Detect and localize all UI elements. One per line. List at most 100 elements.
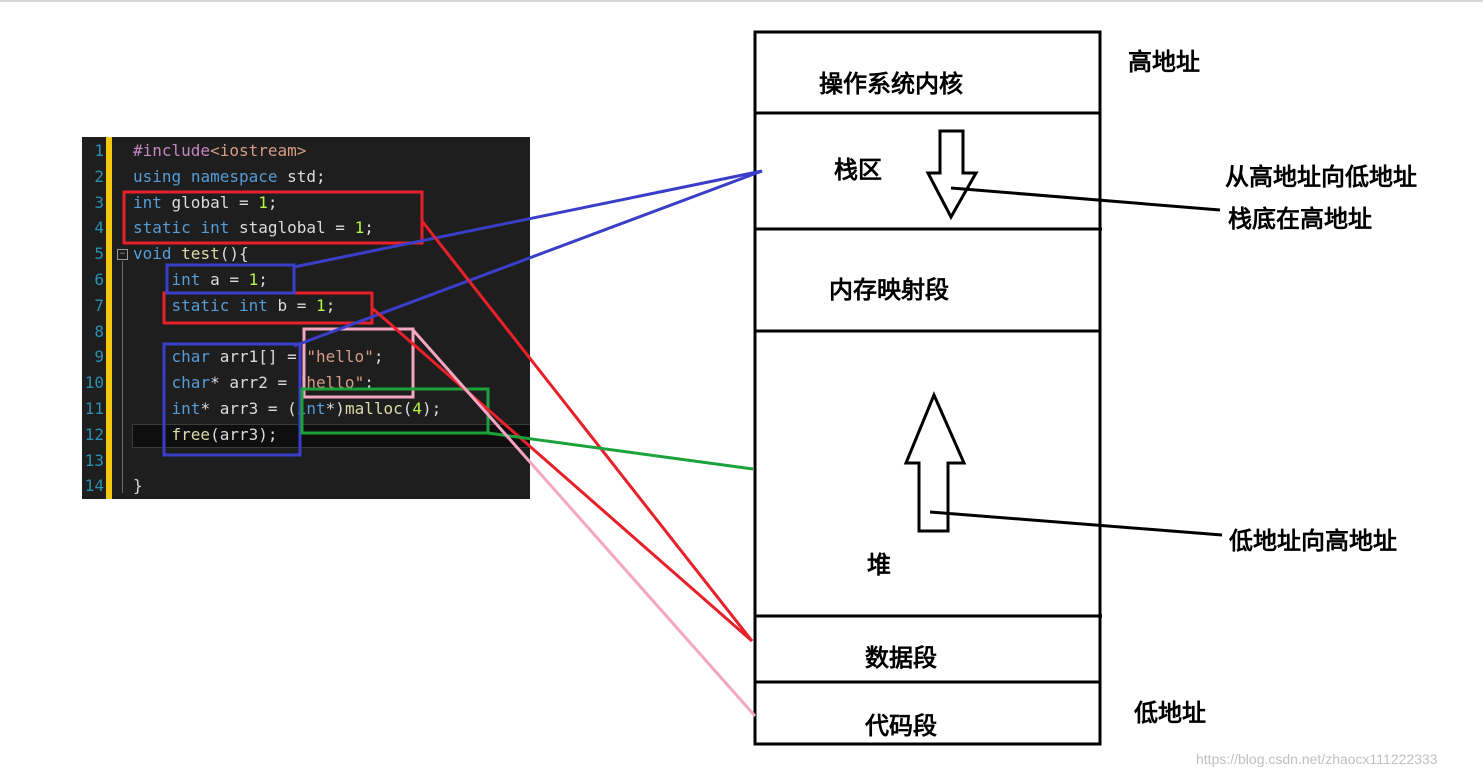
memory-layout-box bbox=[753, 30, 1102, 746]
heap-direction-pointer bbox=[929, 510, 1223, 537]
code-line[interactable]: 14} bbox=[82, 473, 530, 499]
line-number: 9 bbox=[94, 347, 104, 367]
code-token: #include bbox=[133, 141, 211, 160]
heap-segment-label: 堆 bbox=[867, 551, 891, 579]
code-token: 4 bbox=[412, 399, 423, 418]
code-line[interactable]: 10 char* arr2 = "hello"; bbox=[82, 370, 530, 396]
line-number: 5 bbox=[94, 244, 104, 264]
stack-segment-label: 栈区 bbox=[834, 156, 882, 184]
code-token: <iostream> bbox=[210, 141, 307, 160]
code-text: char arr1[] = "hello"; bbox=[133, 344, 384, 370]
code-token: int bbox=[171, 270, 201, 289]
code-token: ); bbox=[422, 399, 442, 418]
code-line[interactable]: 13 bbox=[82, 448, 530, 474]
line-number: 7 bbox=[94, 295, 104, 315]
code-token: ; bbox=[373, 347, 384, 367]
string-literal-to-code-line bbox=[411, 329, 757, 717]
code-line[interactable]: 11 int* arr3 = (int*)malloc(4); bbox=[82, 396, 530, 422]
line-number: 14 bbox=[84, 476, 104, 496]
code-text: } bbox=[133, 473, 143, 499]
code-token: int bbox=[200, 218, 230, 238]
line-number: 11 bbox=[84, 399, 104, 418]
code-token: using bbox=[133, 166, 182, 186]
code-token: staglobal = bbox=[229, 218, 355, 238]
fold-guide-line bbox=[122, 261, 123, 493]
code-line[interactable]: 2 using namespace std; bbox=[82, 164, 530, 190]
stack-direction-pointer bbox=[950, 186, 1221, 212]
code-text: static int staglobal = 1; bbox=[133, 215, 374, 241]
code-token: int bbox=[133, 192, 162, 212]
heap-direction-label: 低地址向高地址 bbox=[1229, 527, 1397, 555]
code-token: ; bbox=[364, 218, 374, 238]
code-token: void bbox=[133, 244, 172, 264]
stack-direction-label: 从高地址向低地址 bbox=[1225, 163, 1417, 191]
code-token: 1 bbox=[354, 218, 365, 238]
code-line[interactable]: 6 int a = 1; bbox=[82, 267, 530, 293]
local-pointers-to-stack-line bbox=[293, 169, 763, 348]
code-token: "hello" bbox=[306, 347, 374, 367]
line-number: 2 bbox=[94, 166, 104, 186]
code-line[interactable]: 4 static int staglobal = 1; bbox=[82, 215, 530, 241]
local-int-to-stack-line bbox=[293, 169, 763, 269]
code-line[interactable]: 1 #include<iostream> bbox=[82, 138, 530, 164]
code-line[interactable]: 8 bbox=[82, 319, 530, 345]
code-token: a = bbox=[200, 270, 249, 289]
code-token: ; bbox=[325, 295, 336, 315]
line-number: 4 bbox=[94, 218, 104, 238]
code-token: char bbox=[171, 347, 211, 367]
heap-up-arrow-icon bbox=[903, 391, 967, 533]
code-text: int a = 1; bbox=[133, 267, 268, 293]
watermark: https://blog.csdn.net/zhaocx111222333 bbox=[1196, 751, 1438, 767]
line-number: 3 bbox=[94, 192, 104, 212]
stack-down-arrow-icon bbox=[925, 129, 979, 221]
code-token: ; bbox=[267, 192, 278, 212]
globals-to-data-line bbox=[420, 220, 754, 642]
code-line[interactable]: 12 free(arr3); bbox=[82, 422, 530, 448]
code-token: int bbox=[171, 399, 201, 418]
fold-collapse-icon[interactable]: − bbox=[117, 249, 128, 260]
code-token: malloc bbox=[344, 399, 403, 418]
globals-highlight-box bbox=[122, 190, 424, 245]
malloc-to-heap-line bbox=[487, 431, 754, 471]
top-rule bbox=[0, 0, 1483, 2]
code-text: int* arr3 = (int*)malloc(4); bbox=[133, 396, 442, 422]
line-number: 1 bbox=[94, 141, 104, 160]
change-indicator-bar bbox=[106, 137, 112, 499]
static-local-to-data-line bbox=[371, 306, 753, 643]
line-number: 13 bbox=[84, 450, 104, 470]
code-text: int global = 1; bbox=[133, 190, 278, 216]
code-token: 1 bbox=[248, 270, 259, 289]
kernel-segment-label: 操作系统内核 bbox=[819, 70, 963, 98]
line-number: 10 bbox=[84, 373, 104, 393]
code-text: char* arr2 = "hello"; bbox=[133, 370, 374, 396]
code-text: using namespace std; bbox=[133, 164, 326, 190]
code-token: } bbox=[133, 476, 143, 496]
code-text: free(arr3); bbox=[133, 422, 278, 448]
code-token: *) bbox=[325, 399, 345, 418]
code-token: (){ bbox=[219, 244, 249, 264]
code-line[interactable]: 3 int global = 1; bbox=[82, 190, 530, 216]
high-address-label: 高地址 bbox=[1128, 48, 1200, 76]
code-token: namespace bbox=[190, 166, 278, 186]
code-token: global = bbox=[161, 192, 259, 212]
code-editor-panel: − 1 #include<iostream> 2 using namespace st… bbox=[82, 137, 530, 499]
code-token: (arr3); bbox=[210, 424, 278, 444]
mmap-segment-label: 内存映射段 bbox=[829, 276, 949, 304]
code-token: ; bbox=[364, 373, 374, 393]
code-token: std; bbox=[277, 166, 326, 186]
code-segment-label: 代码段 bbox=[865, 712, 937, 740]
string-literal-highlight-box bbox=[302, 327, 415, 399]
code-line[interactable]: 9 char arr1[] = "hello"; bbox=[82, 344, 530, 370]
code-token: static bbox=[133, 218, 191, 238]
code-token: int bbox=[296, 399, 326, 418]
code-token: int bbox=[238, 295, 268, 315]
line-number: 6 bbox=[94, 270, 104, 289]
low-address-label: 低地址 bbox=[1134, 699, 1206, 727]
code-token: free bbox=[171, 424, 211, 444]
code-token: char bbox=[171, 373, 211, 393]
code-token: * arr2 = bbox=[210, 373, 297, 393]
code-line[interactable]: 7 static int b = 1; bbox=[82, 293, 530, 319]
local-int-highlight-box bbox=[165, 263, 296, 295]
